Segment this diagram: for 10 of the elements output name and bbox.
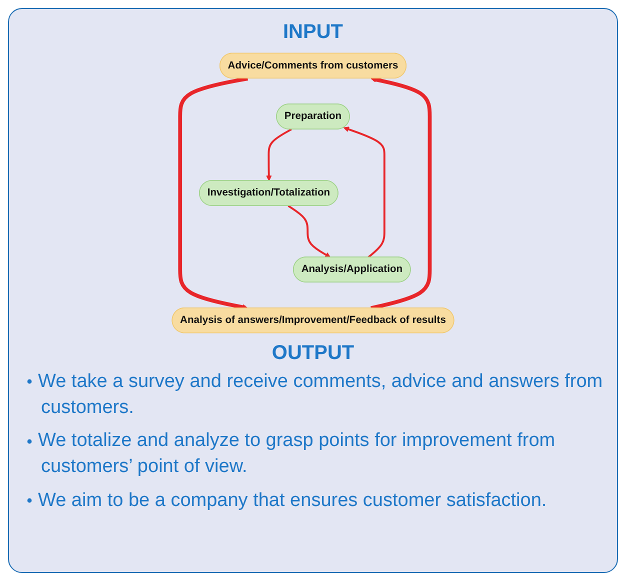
bullet-text: We aim to be a company that ensures customer satisfaction. (38, 490, 547, 511)
arrow (370, 76, 432, 310)
arrow (288, 205, 331, 258)
bullet-text: We take a survey and receive comments, advice and answers from customers. (38, 371, 603, 418)
arrow (178, 76, 248, 310)
section-heading: OUTPUT (272, 342, 354, 365)
arrow (266, 128, 292, 182)
arrow (343, 126, 386, 258)
bullet-text: We totalize and analyze to grasp points for improvement from customers’ point of view. (38, 430, 556, 477)
section-heading: INPUT (283, 21, 343, 44)
